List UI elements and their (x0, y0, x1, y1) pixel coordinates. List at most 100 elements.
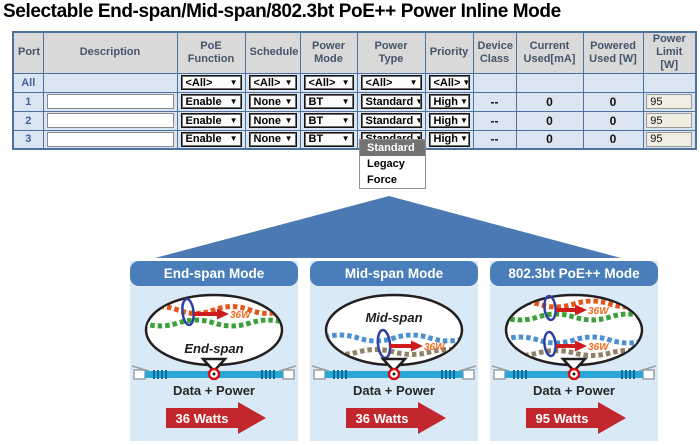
schedule-select[interactable]: None▼ (248, 94, 297, 110)
poe-function-select[interactable]: Enable▼ (180, 131, 242, 147)
description-input[interactable] (46, 131, 174, 147)
device-class-value: -- (490, 113, 499, 128)
power-type-dropdown-list: Standard Legacy Force (359, 139, 426, 189)
rj45-connector-right (642, 369, 655, 380)
schedule-select[interactable]: None▼ (248, 131, 297, 147)
rj45-connector-left (493, 369, 506, 380)
current-used-value: 0 (546, 113, 553, 128)
device-class-value: -- (490, 94, 499, 109)
current-used-value: 0 (546, 132, 553, 147)
rj45-connector-left (133, 369, 146, 380)
filter-power-limit-cell (642, 72, 697, 93)
power-mode-select[interactable]: BT ▼ (303, 94, 354, 110)
port-label-all: All (21, 76, 36, 89)
dropdown-arrow-icon: ▼ (341, 134, 350, 144)
ellipse-label: End-span (184, 341, 243, 356)
select-value: None (253, 114, 282, 127)
power-mode-select[interactable]: BT ▼ (303, 113, 354, 129)
priority-select[interactable]: High▼ (428, 131, 470, 147)
rj45-connector-right (282, 369, 295, 380)
schedule-select[interactable]: None▼ (248, 113, 297, 129)
watts-label: 95 Watts (536, 411, 589, 426)
dropdown-option-legacy[interactable]: Legacy (367, 158, 405, 170)
power-limit-input[interactable] (646, 131, 693, 147)
power-limit-input[interactable] (646, 94, 693, 110)
power-arrow-icon (575, 304, 587, 316)
rj45-connector-left (313, 369, 326, 380)
dropdown-arrow-icon: ▼ (341, 115, 350, 125)
power-limit-input[interactable] (646, 113, 693, 129)
power-loop-icon (543, 294, 557, 322)
select-value: High (433, 133, 458, 146)
dropdown-arrow-icon: ▼ (284, 96, 293, 106)
port-row-3: 3 Enable▼ None▼ BT▼ Standard▼ High▼ -- 0… (12, 129, 697, 150)
description-input[interactable] (46, 113, 174, 129)
port-row-2: 2 Enable▼ None▼ BT▼ Standard▼ High▼ -- 0… (12, 110, 697, 131)
powered-used-value: 0 (609, 113, 617, 128)
port-label: 3 (25, 133, 32, 146)
power-type-select[interactable]: Standard▼ (360, 94, 424, 110)
dropdown-arrow-icon: ▼ (415, 115, 424, 125)
dropdown-arrow-icon: ▼ (284, 134, 293, 144)
endspan-card-title: End-span Mode (130, 261, 298, 286)
power-loop-icon (543, 330, 557, 358)
watts-arrow: 36 Watts (166, 402, 266, 434)
poe-bt-cable-diagram: 36W 36W (491, 293, 657, 381)
powered-used-value: 0 (609, 132, 617, 147)
endspan-cable-diagram: 36W End-span (131, 293, 297, 381)
dropdown-arrow-icon: ▼ (229, 77, 238, 87)
select-value: None (253, 95, 282, 108)
dropdown-arrow-icon: ▼ (341, 77, 350, 87)
pair-watt-label: 36W (588, 342, 610, 353)
power-type-select[interactable]: Standard▼ (360, 113, 424, 129)
filter-schedule-select[interactable]: <All>▼ (248, 75, 297, 91)
dropdown-arrow-icon: ▼ (459, 115, 468, 125)
pointer-triangle (155, 196, 621, 258)
column-header-power-type: Power Type (356, 31, 426, 74)
dropdown-arrow-icon: ▼ (229, 134, 238, 144)
filter-priority-select[interactable]: <All>▼ (428, 75, 470, 91)
bubble-tail (560, 357, 588, 373)
poe-function-select[interactable]: Enable▼ (180, 94, 242, 110)
filter-device-class-cell (472, 72, 517, 93)
column-header-schedule: Schedule (244, 31, 301, 74)
dropdown-arrow-icon: ▼ (229, 115, 238, 125)
description-input[interactable] (46, 94, 174, 110)
column-header-power-limit: Power Limit [W] (642, 31, 697, 74)
select-value: <All> (433, 76, 461, 89)
pair-watt-label: 36W (230, 310, 252, 321)
power-arrow-icon (575, 340, 587, 352)
filter-description-cell (42, 72, 178, 93)
filter-power-type-select[interactable]: <All>▼ (360, 75, 422, 91)
filter-current-used-cell (515, 72, 584, 93)
filter-poe-function-select[interactable]: <All>▼ (180, 75, 242, 91)
select-value: BT (308, 114, 324, 127)
dropdown-option-standard[interactable]: Standard (360, 140, 425, 156)
select-value: Enable (185, 114, 222, 127)
poe-function-select[interactable]: Enable ▼ (180, 113, 242, 129)
priority-select[interactable]: High▼ (428, 113, 470, 129)
cable-caption: Data + Power (352, 383, 435, 398)
power-mode-select[interactable]: BT▼ (303, 131, 354, 147)
column-header-power-mode: Power Mode (299, 31, 358, 74)
select-value: None (253, 133, 282, 146)
dropdown-arrow-icon: ▼ (415, 135, 423, 143)
poe-bt-mode-card: 802.3bt PoE++ Mode 36W 36W (490, 261, 658, 441)
dropdown-arrow-icon: ▼ (341, 96, 350, 106)
column-header-current-used: Current Used[mA] (515, 31, 584, 74)
dropdown-option-force[interactable]: Force (367, 174, 397, 186)
powered-used-value: 0 (609, 94, 617, 109)
watts-arrow: 95 Watts (526, 402, 626, 434)
select-value: <All> (253, 76, 281, 89)
dropdown-arrow-icon: ▼ (415, 96, 424, 106)
midspan-card-title: Mid-span Mode (310, 261, 478, 286)
cable-caption: Data + Power (172, 383, 255, 398)
current-used-value: 0 (546, 94, 553, 109)
select-value: <All> (308, 76, 336, 89)
column-header-port: Port (12, 31, 44, 74)
filter-power-mode-select[interactable]: <All> ▼ (303, 75, 354, 91)
filter-row-all: All <All>▼ <All>▼ <All>▼ <All>▼ <All>▼ (12, 72, 697, 93)
select-value: BT (308, 95, 324, 108)
power-arrow-icon (411, 340, 423, 352)
priority-select[interactable]: High▼ (428, 94, 470, 110)
